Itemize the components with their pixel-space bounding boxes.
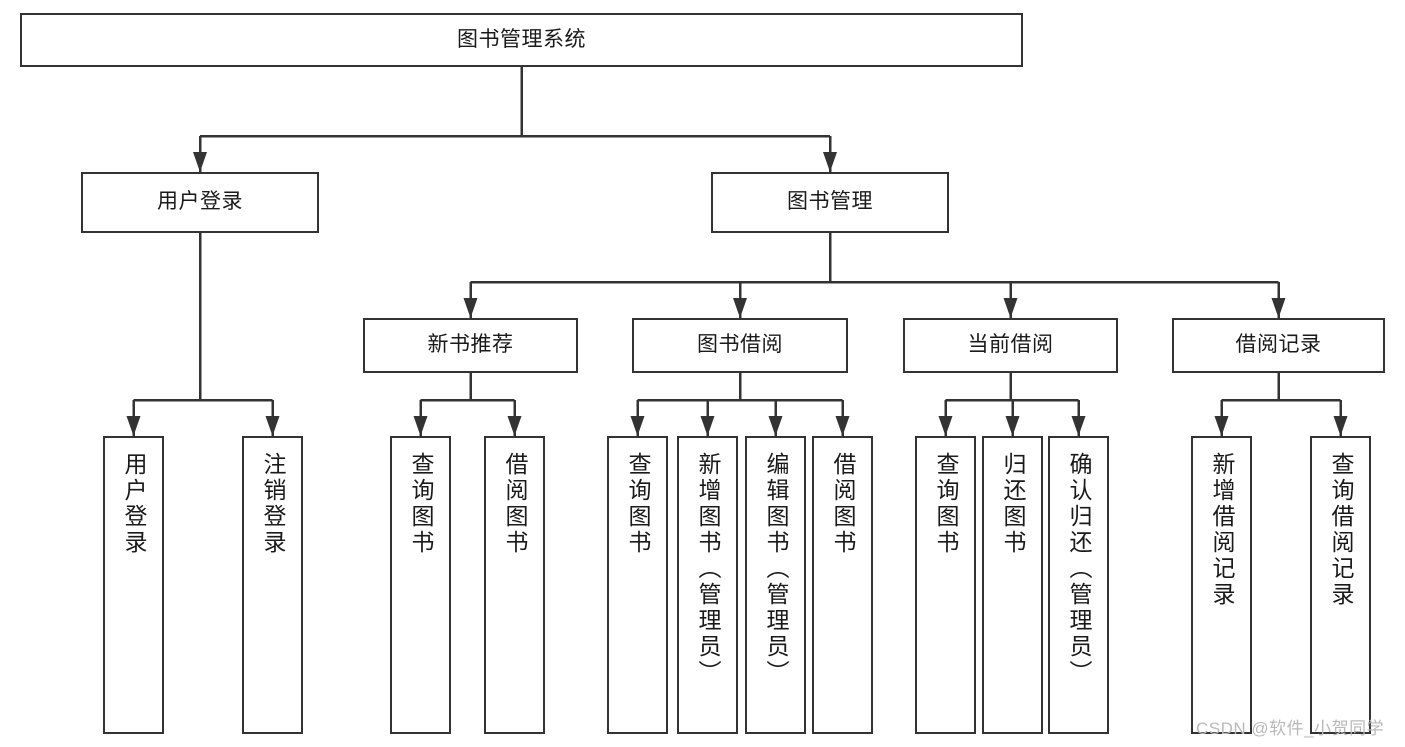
node-label: 借阅图书 bbox=[830, 452, 856, 556]
node-label: 新增图书（管理员） bbox=[695, 452, 721, 686]
node-leaf12[interactable]: 新增借阅记录 bbox=[1191, 436, 1252, 734]
node-records[interactable]: 借阅记录 bbox=[1172, 318, 1385, 373]
node-label: 查询图书 bbox=[933, 452, 959, 556]
node-leaf2[interactable]: 注销登录 bbox=[242, 436, 303, 734]
node-leaf3[interactable]: 查询图书 bbox=[390, 436, 451, 734]
node-label: 查询图书 bbox=[408, 452, 434, 556]
node-leaf7[interactable]: 编辑图书（管理员） bbox=[745, 436, 806, 734]
node-label: 用户登录 bbox=[121, 452, 147, 556]
node-label: 图书借阅 bbox=[697, 333, 783, 357]
node-label: 查询图书 bbox=[625, 452, 651, 556]
node-leaf1[interactable]: 用户登录 bbox=[103, 436, 164, 734]
node-label: 新增借阅记录 bbox=[1209, 452, 1235, 608]
node-label: 新书推荐 bbox=[427, 333, 514, 357]
node-borrow[interactable]: 图书借阅 bbox=[632, 318, 848, 373]
node-leaf4[interactable]: 借阅图书 bbox=[484, 436, 545, 734]
node-leaf13[interactable]: 查询借阅记录 bbox=[1310, 436, 1371, 734]
watermark: CSDN @软件_小贺同学 bbox=[1196, 719, 1385, 738]
node-label: 图书管理系统 bbox=[457, 27, 586, 51]
node-leaf6[interactable]: 新增图书（管理员） bbox=[677, 436, 738, 734]
node-login[interactable]: 用户登录 bbox=[81, 172, 319, 233]
node-label: 编辑图书（管理员） bbox=[763, 452, 789, 686]
node-label: 图书管理 bbox=[787, 190, 873, 214]
node-root[interactable]: 图书管理系统 bbox=[20, 13, 1023, 67]
node-leaf11[interactable]: 确认归还（管理员） bbox=[1048, 436, 1109, 734]
node-leaf8[interactable]: 借阅图书 bbox=[812, 436, 873, 734]
node-label: 当前借阅 bbox=[967, 333, 1054, 357]
node-newbook[interactable]: 新书推荐 bbox=[363, 318, 578, 373]
node-current[interactable]: 当前借阅 bbox=[903, 318, 1118, 373]
node-label: 借阅记录 bbox=[1235, 333, 1322, 357]
node-label: 查询借阅记录 bbox=[1328, 452, 1354, 608]
node-label: 用户登录 bbox=[157, 190, 243, 214]
node-label: 确认归还（管理员） bbox=[1066, 452, 1092, 686]
node-bookmgmt[interactable]: 图书管理 bbox=[711, 172, 949, 233]
node-label: 借阅图书 bbox=[502, 452, 528, 556]
node-label: 归还图书 bbox=[1000, 452, 1026, 556]
node-leaf10[interactable]: 归还图书 bbox=[982, 436, 1043, 734]
node-leaf5[interactable]: 查询图书 bbox=[607, 436, 668, 734]
node-leaf9[interactable]: 查询图书 bbox=[915, 436, 976, 734]
node-label: 注销登录 bbox=[260, 452, 286, 556]
